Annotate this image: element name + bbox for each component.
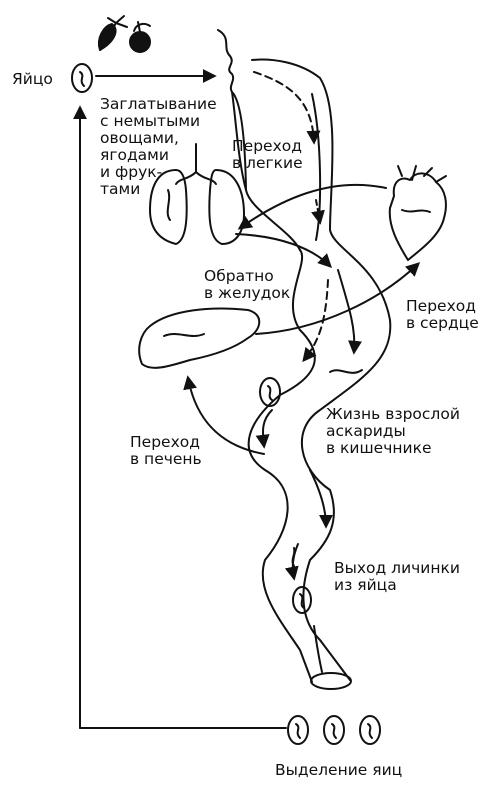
to-liver-arrow: [183, 375, 265, 455]
intestine-dashed-path: [302, 279, 329, 363]
egg-label: Яйцо: [12, 70, 53, 88]
egg-icon: [71, 63, 93, 93]
adult-life-line-1: Жизнь взрослой: [326, 405, 460, 423]
liver-icon: [138, 307, 261, 369]
swallow-line-3: овощами,: [100, 129, 179, 147]
back-stomach-arrow: [235, 233, 332, 268]
to-heart-line-2: в сердце: [406, 314, 479, 332]
egg-down-arrow: [313, 625, 323, 673]
adult-life-label: Жизнь взрослой аскариды в кишечнике: [326, 406, 460, 457]
to-heart-label: Переход в сердце: [406, 298, 479, 332]
larva-arrow: [337, 269, 362, 355]
egg-excretion-label: Выделение яиц: [275, 761, 403, 779]
to-heart-arrow: [255, 262, 421, 335]
to-lungs-label: Переход в легкие: [232, 138, 303, 172]
worm-icon: [329, 369, 363, 374]
adult-life-line-2: аскариды: [326, 422, 406, 440]
digestive-tract: [217, 29, 392, 690]
to-heart-line-1: Переход: [406, 297, 476, 315]
intestine-arrow: [255, 409, 273, 449]
to-lungs-arrow: [237, 183, 387, 230]
larva-egg: [292, 586, 312, 614]
tract-internal-arrow: [311, 93, 322, 241]
adult-ascaris-egg: [259, 377, 281, 407]
larva-exit-line-2: из яйца: [334, 576, 397, 594]
lungs-icon: [149, 143, 245, 245]
excreted-eggs: [287, 715, 381, 745]
swallow-line-6: тами: [100, 180, 141, 198]
anus-opening: [310, 672, 352, 690]
larva-exit-line-1: Выход личинки: [334, 559, 460, 577]
back-stomach-label: Обратно в желудок: [204, 268, 290, 302]
heart-icon: [388, 165, 447, 261]
to-lungs-line-2: в легкие: [232, 154, 303, 172]
swallow-line-1: Заглатывание: [100, 95, 217, 113]
swallow-line-4: ягодами: [100, 146, 169, 164]
back-stomach-line-1: Обратно: [204, 267, 274, 285]
adult-life-line-3: в кишечнике: [326, 439, 432, 457]
to-liver-label: Переход в печень: [130, 434, 202, 468]
egg-passage-arrow: [309, 469, 333, 529]
vegetables-icon: [98, 15, 151, 53]
back-stomach-line-2: в желудок: [204, 284, 291, 302]
to-liver-line-1: Переход: [130, 433, 200, 451]
swallow-label: Заглатывание с немытыми овощами, ягодами…: [100, 96, 217, 198]
worm-icon-2: [291, 547, 296, 567]
swallow-line-2: с немытыми: [100, 112, 201, 130]
to-lungs-line-1: Переход: [232, 137, 302, 155]
digestion-path-dashed: [253, 71, 321, 145]
swallow-line-5: и фрук-: [100, 163, 163, 181]
larva-exit-label: Выход личинки из яйца: [334, 560, 460, 594]
to-liver-line-2: в печень: [130, 450, 202, 468]
